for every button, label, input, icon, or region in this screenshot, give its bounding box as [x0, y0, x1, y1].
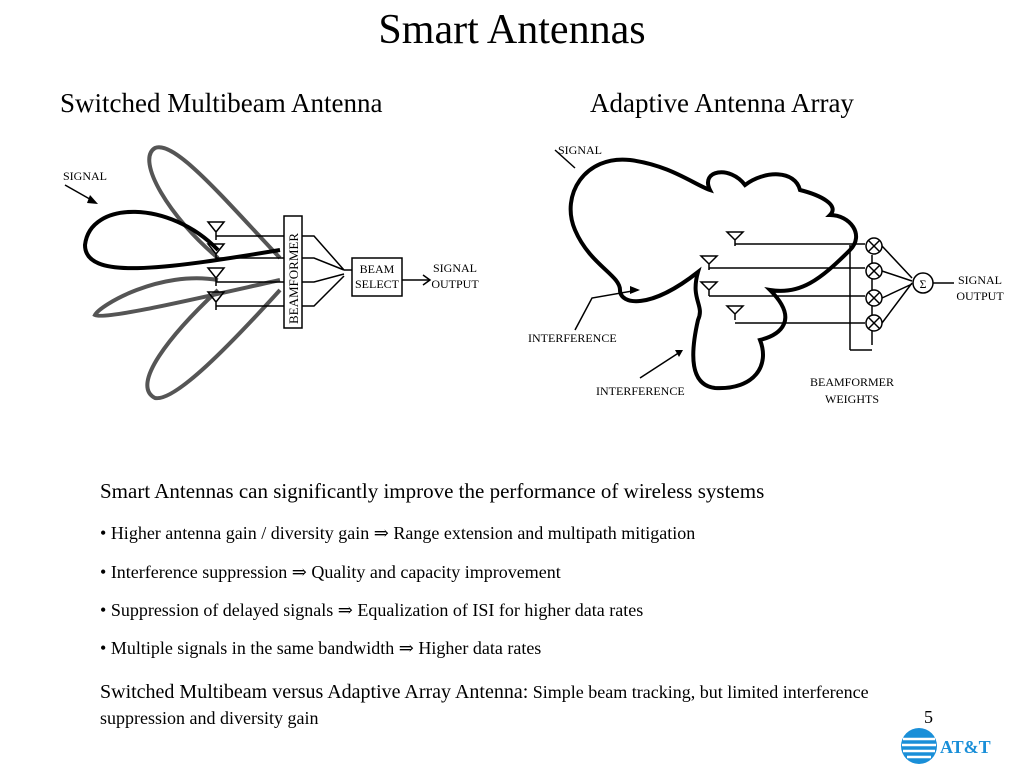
logo-text: AT&T: [940, 737, 991, 757]
right-output-line1: SIGNAL: [958, 273, 1002, 287]
beam-select-line1: BEAM: [360, 262, 395, 276]
antenna-element-icon: [725, 231, 745, 246]
bullet-marker: •: [100, 638, 107, 658]
slide-title: Smart Antennas: [378, 7, 646, 53]
implies-icon: ⇒: [337, 600, 353, 620]
bullet-outcome: Higher data rates: [418, 638, 542, 658]
summary-rest: Simple beam tracking, but limited interf…: [100, 682, 869, 728]
right-signal-label: SIGNAL: [558, 143, 602, 157]
summary: Switched Multibeam versus Adaptive Array…: [100, 679, 930, 731]
bullet-outcome: Range extension and multipath mitigation: [393, 523, 696, 543]
antenna-element-icon: [206, 221, 226, 240]
bullet-marker: •: [100, 523, 107, 543]
adaptive-array-diagram: Σ SIGNAL INTERFERENCE INTERFERENCE BEAMF…: [528, 143, 1004, 406]
antenna-element-icon: [699, 255, 719, 270]
beam-lobe-4: [145, 288, 282, 401]
page-number: 5: [924, 707, 933, 727]
left-diagram-heading: Switched Multibeam Antenna: [60, 88, 383, 118]
bullet-item: • Higher antenna gain / diversity gain ⇒…: [100, 523, 695, 544]
interference-label-1: INTERFERENCE: [528, 331, 617, 345]
headline: Smart Antennas can significantly improve…: [100, 479, 765, 503]
bullet-outcome: Equalization of ISI for higher data rate…: [357, 600, 644, 620]
beam-lobe-3: [92, 276, 281, 318]
bullet-benefit: Higher antenna gain / diversity gain: [110, 523, 370, 543]
weight-multipliers: [865, 237, 934, 332]
antenna-element-icon: [725, 305, 745, 320]
bullet-marker: •: [100, 600, 107, 620]
bullet-benefit: Interference suppression: [110, 562, 288, 582]
interference-label-2: INTERFERENCE: [596, 384, 685, 398]
right-output-line2: OUTPUT: [956, 289, 1004, 303]
bullet-benefit: Multiple signals in the same bandwidth: [110, 638, 395, 658]
implies-icon: ⇒: [398, 638, 414, 658]
bullet-item: • Multiple signals in the same bandwidth…: [100, 638, 541, 659]
bullet-item: • Interference suppression ⇒ Quality and…: [100, 562, 561, 583]
beam-lobes: [92, 145, 282, 401]
bullet-benefit: Suppression of delayed signals: [110, 600, 334, 620]
left-output-line2: OUTPUT: [431, 277, 479, 291]
left-output-line1: SIGNAL: [433, 261, 477, 275]
att-logo: AT&T: [901, 728, 991, 764]
beam-select-box: [351, 257, 403, 297]
bullet-item: • Suppression of delayed signals ⇒ Equal…: [100, 600, 643, 621]
sum-symbol: Σ: [920, 277, 927, 291]
bullet-outcome: Quality and capacity improvement: [311, 562, 561, 582]
left-signal-label: SIGNAL: [63, 169, 107, 183]
summer-icon: [912, 272, 934, 294]
implies-icon: ⇒: [291, 562, 307, 582]
beamformer-box: [283, 215, 303, 329]
summary-lead: Switched Multibeam versus Adaptive Array…: [100, 681, 529, 703]
weights-line2: WEIGHTS: [825, 392, 879, 406]
beam-lobe-1: [147, 145, 282, 260]
antenna-elements: [206, 221, 432, 310]
adaptive-beam-pattern: [568, 157, 858, 391]
switched-multibeam-diagram: SIGNAL BEAMFORMER BEAM SELECT SIGNAL OUT…: [63, 145, 479, 401]
right-diagram-heading: Adaptive Antenna Array: [590, 88, 854, 118]
beam-select-line2: SELECT: [355, 277, 400, 291]
bullet-marker: •: [100, 562, 107, 582]
beamformer-label: BEAMFORMER: [286, 233, 301, 324]
weights-line1: BEAMFORMER: [810, 375, 894, 389]
antenna-element-icon: [699, 281, 719, 296]
beam-lobe-selected: [82, 209, 281, 271]
implies-icon: ⇒: [373, 523, 389, 543]
